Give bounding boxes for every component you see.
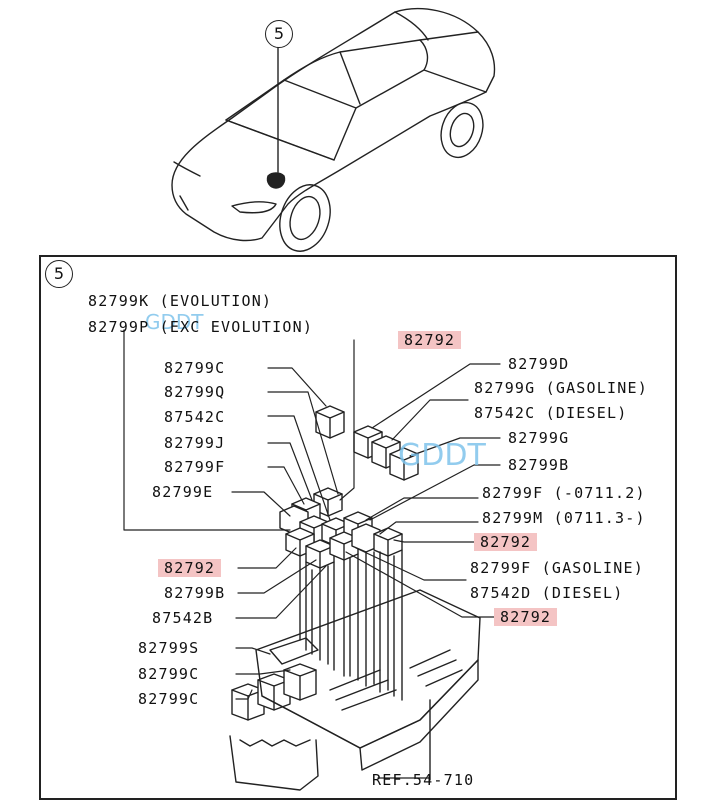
label-82792-right-lower: 82792 bbox=[494, 608, 558, 626]
label-82799g-gasoline: 82799G (GASOLINE) bbox=[474, 379, 648, 397]
label-82799m-0711-3: 82799M (0711.3-) bbox=[482, 509, 646, 527]
car-illustration bbox=[171, 7, 496, 252]
label-82799b-left: 82799B bbox=[164, 584, 226, 602]
label-82799q: 82799Q bbox=[164, 383, 226, 401]
label-82799c-upper: 82799C bbox=[164, 359, 226, 377]
label-82799c-lower: 82799C bbox=[138, 690, 200, 708]
label-87542c: 87542C bbox=[164, 408, 226, 426]
label-82799c-middle: 82799C bbox=[138, 665, 200, 683]
label-87542b: 87542B bbox=[152, 609, 214, 627]
label-82799f-gasoline: 82799F (GASOLINE) bbox=[470, 559, 644, 577]
label-82792-top: 82792 bbox=[398, 331, 462, 349]
label-82799s: 82799S bbox=[138, 639, 200, 657]
label-82799b-right: 82799B bbox=[508, 456, 570, 474]
label-82792-left: 82792 bbox=[158, 559, 222, 577]
detail-panel-frame bbox=[39, 255, 677, 800]
label-87542d-diesel: 87542D (DIESEL) bbox=[470, 584, 624, 602]
leader-lines bbox=[123, 329, 501, 779]
label-82799f: 82799F bbox=[164, 458, 226, 476]
label-82799f-0711-2: 82799F (-0711.2) bbox=[482, 484, 646, 502]
label-ref-54-710: REF.54-710 bbox=[372, 771, 475, 789]
label-87542c-diesel: 87542C (DIESEL) bbox=[474, 404, 628, 422]
callout-badge-panel: 5 bbox=[45, 260, 73, 288]
label-82799p-exc-evolution: 82799P (EXC EVOLUTION) bbox=[88, 318, 314, 336]
callout-badge-top: 5 bbox=[265, 20, 293, 48]
label-82799g: 82799G bbox=[508, 429, 570, 447]
label-82799e: 82799E bbox=[152, 483, 214, 501]
fuse-box bbox=[229, 549, 481, 791]
label-82799k-evolution: 82799K (EVOLUTION) bbox=[88, 292, 273, 310]
label-82792-right-upper: 82792 bbox=[474, 533, 538, 551]
watermark-right: GDDT bbox=[398, 438, 486, 473]
watermark-left: GDDT bbox=[145, 310, 204, 334]
label-82799j: 82799J bbox=[164, 434, 226, 452]
label-82799d: 82799D bbox=[508, 355, 570, 373]
